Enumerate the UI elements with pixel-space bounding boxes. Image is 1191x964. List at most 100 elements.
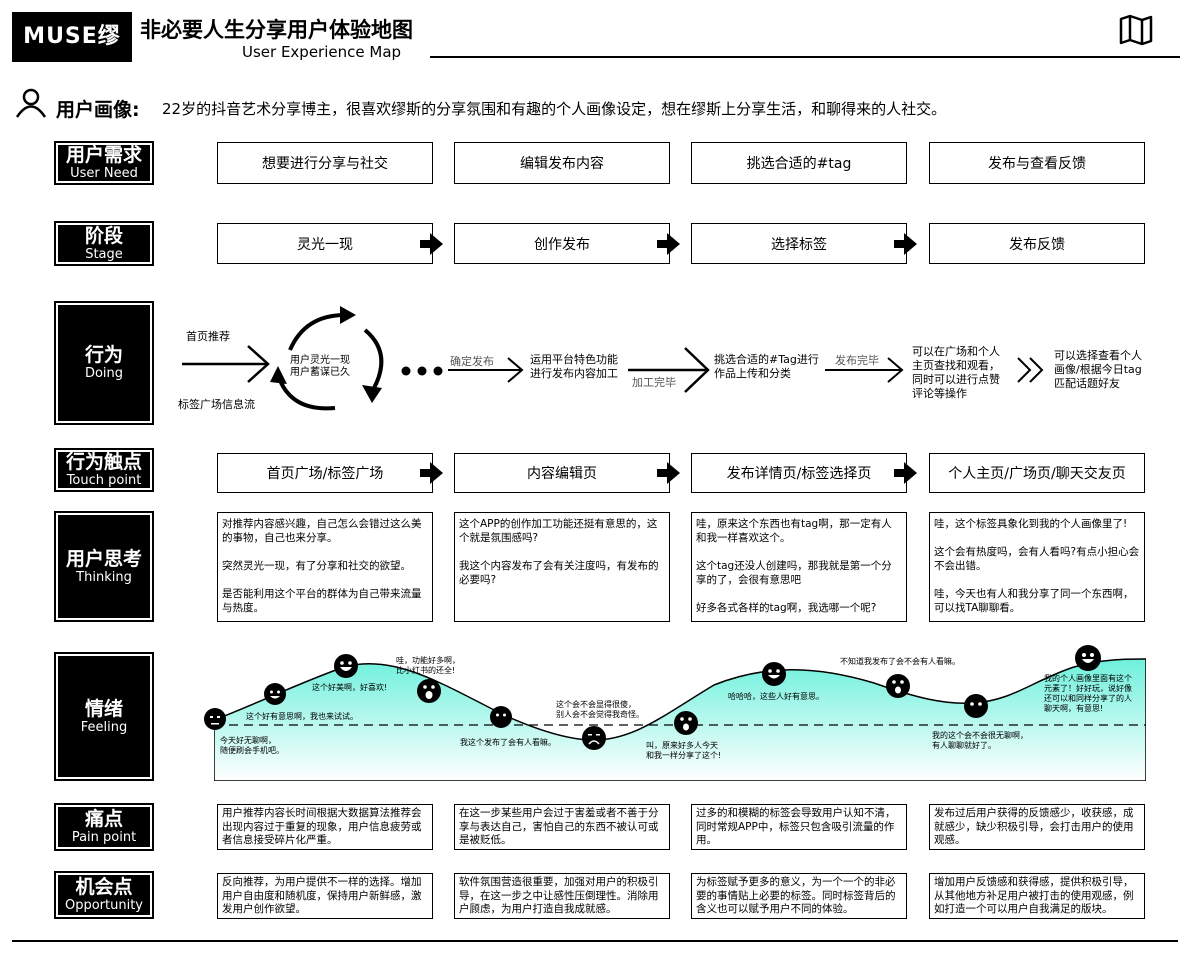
- row-label-en: User Need: [70, 166, 138, 181]
- doing-cycle-text: 用户灵光一现 用户蓄谋已久: [290, 355, 350, 378]
- row-label-cn: 行为: [84, 344, 123, 366]
- pain-box: 发布过后用户获得的反馈感少，收获感，成就感少，缺少积极引导，会打击用户的使用观感…: [929, 804, 1145, 850]
- row-label-cn: 痛点: [84, 808, 123, 830]
- doing-step2-label: 加工完毕: [632, 376, 676, 389]
- feeling-caption: 叫，原来好多人今天 和我一样分享了这个!: [646, 741, 722, 760]
- row-label-cn: 用户思考: [65, 547, 142, 570]
- doing-step2-text: 挑选合适的#Tag进行 作品上传和分类: [714, 353, 819, 380]
- feeling-caption: 今天好无聊啊， 随便刷会手机吧。: [220, 736, 284, 755]
- pain-box: 用户推荐内容长时间根据大数据算法推荐会出现内容过于重复的现象，用户信息疲劳或者信…: [217, 804, 433, 850]
- opportunity-box: 为标签赋予更多的意义，为一个一个的非必要的事情贴上必要的标签。同时标签背后的含义…: [691, 873, 907, 919]
- cycle-arrows-icon: [270, 306, 384, 411]
- thinking-box: 对推荐内容感兴趣，自己怎么会错过这么美的事物，自己也来分享。 突然灵光一现，有了…: [217, 512, 433, 622]
- row-label-cn: 行为触点: [65, 451, 142, 473]
- arrow-right-icon: [904, 233, 917, 255]
- opportunity-box: 软件氛围营造很重要，加强对用户的积极引导，在这一步之中让感性压倒理性。消除用户顾…: [454, 873, 670, 919]
- persona-label: 用户画像:: [56, 99, 140, 121]
- row-label-cn: 机会点: [75, 876, 133, 898]
- doing-flow: [182, 306, 1044, 411]
- map-icon: [1118, 14, 1154, 50]
- doing-step1-label: 确定发布: [450, 355, 494, 368]
- need-box: 想要进行分享与社交: [217, 142, 433, 184]
- arrow-right-icon: [667, 233, 680, 255]
- doing-step4-text: 可以选择查看个人 画像/根据今日tag 匹配话题好友: [1054, 349, 1142, 390]
- feeling-caption: 我的这个会不会很无聊啊， 有人聊聊就好了。: [932, 731, 1028, 750]
- stage-box: 选择标签: [691, 223, 907, 264]
- need-box: 发布与查看反馈: [929, 142, 1145, 184]
- emoji-face-icon: [204, 708, 226, 734]
- stage-box: 创作发布: [454, 223, 670, 264]
- emoji-face-icon: [334, 654, 358, 682]
- emoji-face-icon: [674, 711, 698, 739]
- feeling-caption: 我的个人画像里面有这个 元素了！好好玩，说好像 还可以和同样分享了的人 聊天啊，…: [1044, 674, 1132, 713]
- feeling-caption: 我这个发布了会有人看嘛。: [460, 738, 556, 747]
- stage-box: 灵光一现: [217, 223, 433, 264]
- opportunity-box: 反向推荐，为用户提供不一样的选择。增加用户自由度和随机度，保持用户新鲜感，激发用…: [217, 873, 433, 919]
- emoji-face-icon: [417, 679, 441, 707]
- row-label-cn: 阶段: [84, 224, 123, 247]
- row-label-en: Doing: [84, 366, 124, 381]
- emoji-face-icon: [264, 683, 286, 709]
- arrow-right-icon: [667, 462, 680, 484]
- pain-box: 过多的和模糊的标签会导致用户认知不清，同时常规APP中，标签只包含吸引流量的作用…: [691, 804, 907, 850]
- touchpoint-box: 发布详情页/标签选择页: [691, 453, 907, 493]
- chevron-double-right-icon: [1017, 357, 1044, 383]
- stage-box: 发布反馈: [929, 223, 1145, 264]
- thinking-box: 哇，原来这个东西也有tag啊，那一定有人和我一样喜欢这个。 这个tag还没人创建…: [691, 512, 907, 622]
- doing-entry-bottom: 标签广场信息流: [178, 398, 255, 411]
- emoji-face-icon: [582, 726, 606, 754]
- row-label-cn: 用户需求: [65, 144, 142, 166]
- row-label-en: Feeling: [80, 719, 128, 735]
- arrow-right-icon: [430, 233, 443, 255]
- feeling-caption: 哇，功能好多啊， 比小红书的还全!: [396, 656, 460, 675]
- pain-box: 在这一步某些用户会过于害羞或者不善于分享与表达自己，害怕自己的东西不被认可或是被…: [454, 804, 670, 850]
- need-box: 编辑发布内容: [454, 142, 670, 184]
- emoji-face-icon: [762, 662, 786, 690]
- thinking-box: 这个APP的创作加工功能还挺有意思的，这个就是氛围感吗? 我这个内容发布了会有关…: [454, 512, 670, 622]
- feeling-caption: 不知道我发布了会不会有人看嘛。: [840, 657, 960, 666]
- emoji-face-icon: [886, 674, 910, 702]
- feeling-caption: 这个好美啊，好喜欢!: [312, 683, 388, 692]
- need-box: 挑选合适的#tag: [691, 142, 907, 184]
- title-divider: [430, 56, 1180, 58]
- arrow-right-icon: [894, 469, 904, 477]
- row-label-en: Pain point: [71, 830, 137, 845]
- emoji-face-icon: [964, 694, 988, 722]
- page-subtitle: User Experience Map: [242, 43, 402, 61]
- thinking-box: 哇，这个标签具象化到我的个人画像里了! 这个会有热度吗，会有人看吗?有点小担心会…: [929, 512, 1145, 622]
- row-label-en: Opportunity: [64, 898, 143, 913]
- user-icon: [14, 86, 48, 124]
- row-label-en: Thinking: [76, 569, 132, 585]
- arrow-right-icon: [420, 240, 430, 248]
- arrow-right-icon: [894, 240, 904, 248]
- opportunity-box: 增加用户反馈感和获得感，提供积极引导，从其他地方补足用户被打击的使用观感，例如打…: [929, 873, 1145, 919]
- doing-step3-text: 可以在广场和个人 主页查找和观看， 同时可以进行点赞 评论等操作: [912, 345, 1000, 400]
- arrow-right-icon: [420, 469, 430, 477]
- arrow-right-icon: [904, 462, 917, 484]
- feeling-caption: 哈哈哈，这些人好有意思。: [728, 692, 824, 701]
- doing-step3-label: 发布完毕: [835, 354, 879, 367]
- touchpoint-box: 个人主页/广场页/聊天交友页: [929, 453, 1145, 493]
- doing-entry-top: 首页推荐: [186, 330, 230, 343]
- touchpoint-box: 首页广场/标签广场: [217, 453, 433, 493]
- page-title: 非必要人生分享用户体验地图: [140, 18, 413, 42]
- row-label-cn: 情绪: [84, 697, 123, 720]
- persona-text: 22岁的抖音艺术分享博主，很喜欢缪斯的分享氛围和有趣的个人画像设定，想在缪斯上分…: [162, 100, 947, 118]
- arrow-right-icon: [430, 462, 443, 484]
- touchpoint-box: 内容编辑页: [454, 453, 670, 493]
- feeling-caption: 这个会不会显得很傻， 别人会不会觉得我奇怪。: [556, 700, 644, 719]
- bottom-divider: [12, 940, 1178, 942]
- arrow-right-icon: [657, 469, 667, 477]
- row-label-en: Stage: [85, 246, 123, 262]
- row-label-en: Touch point: [66, 473, 142, 488]
- emoji-face-icon: [490, 706, 512, 732]
- arrow-right-icon: [657, 240, 667, 248]
